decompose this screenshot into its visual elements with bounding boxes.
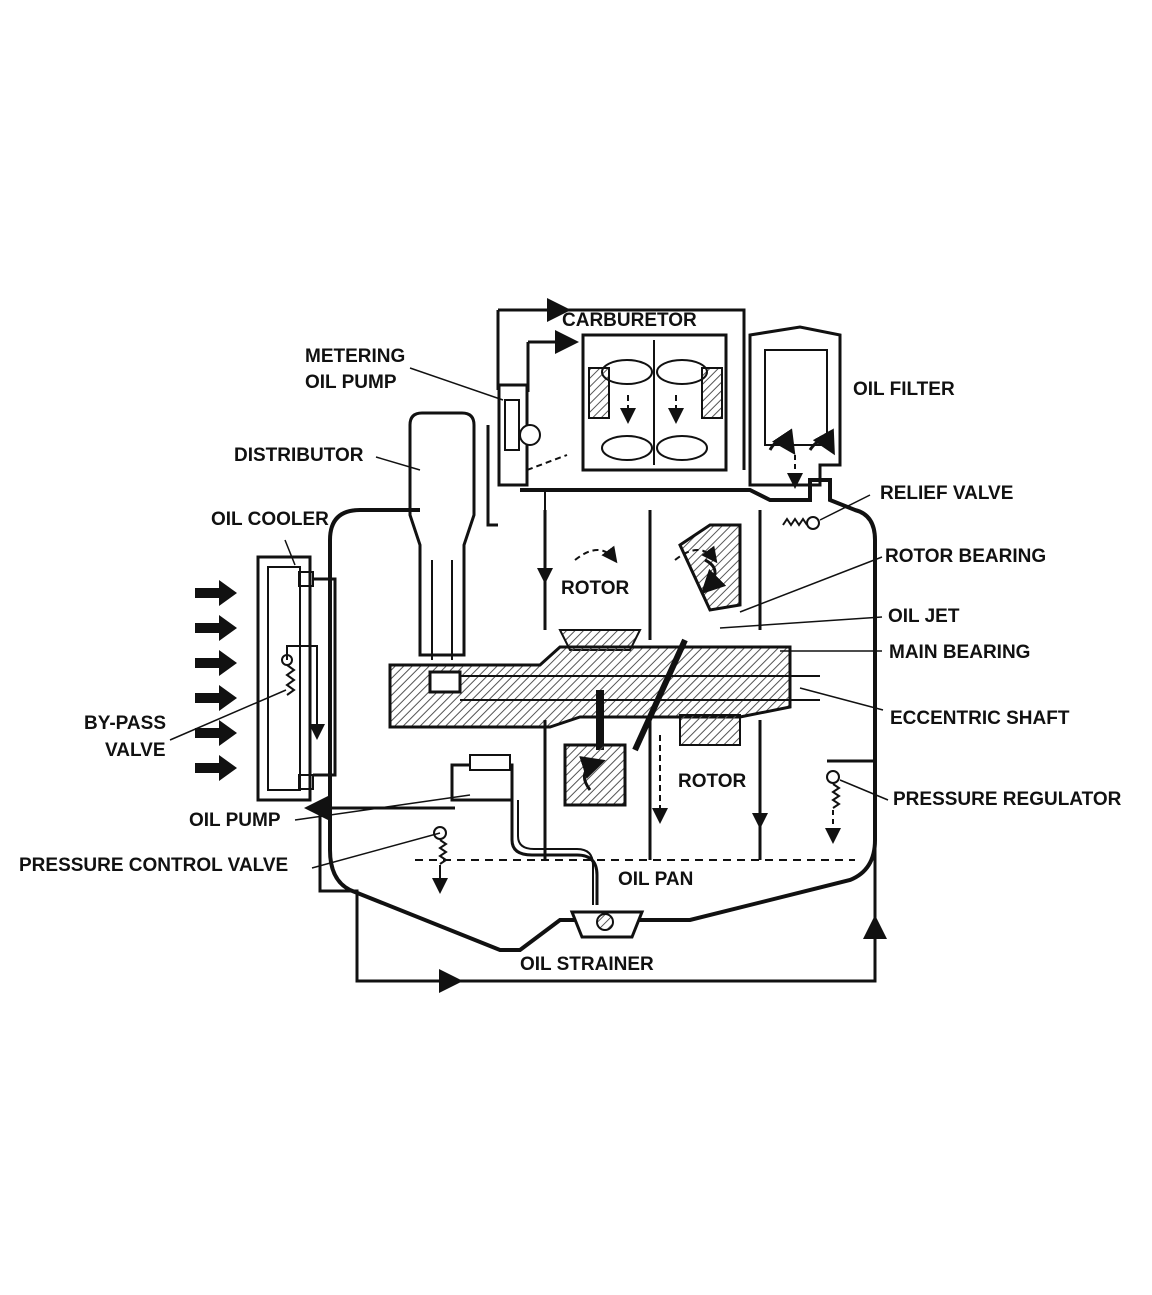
label-oil-filter: OIL FILTER xyxy=(853,379,955,400)
label-oil-strainer: OIL STRAINER xyxy=(520,954,654,975)
label-relief-valve: RELIEF VALVE xyxy=(880,483,1014,504)
oil-strainer xyxy=(569,910,645,939)
arrow-right-icon xyxy=(195,755,237,781)
arrow-right-icon xyxy=(195,685,237,711)
lower-rotor-housing xyxy=(543,714,768,860)
eccentric-shaft xyxy=(388,638,820,752)
label-distributor: DISTRIBUTOR xyxy=(234,445,364,466)
arrow-right-icon xyxy=(195,580,237,606)
upper-rotor-housing xyxy=(537,490,762,651)
label-rotor-bearing: ROTOR BEARING xyxy=(885,546,1047,567)
carburetor xyxy=(581,333,728,472)
label-bypass-valve-line1: BY-PASS xyxy=(84,713,167,734)
distributor xyxy=(408,411,476,660)
oil-cooler xyxy=(256,555,337,802)
label-oil-pan: OIL PAN xyxy=(618,869,694,890)
oil-pump xyxy=(432,754,599,905)
label-oil-pump: OIL PUMP xyxy=(189,810,281,831)
label-metering-oil-pump-line1: METERING xyxy=(305,346,406,367)
spring-icon xyxy=(782,517,808,527)
spring-icon xyxy=(285,664,296,696)
label-main-bearing: MAIN BEARING xyxy=(889,642,1031,663)
spring-icon xyxy=(438,839,448,865)
label-carburetor: CARBURETOR xyxy=(562,310,697,331)
label-pressure-control-valve: PRESSURE CONTROL VALVE xyxy=(19,855,289,876)
pressure-regulator xyxy=(825,770,841,844)
label-bypass-valve-line2: VALVE xyxy=(105,740,166,761)
arrow-right-icon xyxy=(195,720,237,746)
label-metering-oil-pump-line2: OIL PUMP xyxy=(305,372,397,393)
label-pressure-regulator: PRESSURE REGULATOR xyxy=(893,789,1122,810)
label-oil-cooler: OIL COOLER xyxy=(211,509,329,530)
airflow-arrows xyxy=(195,580,237,781)
label-eccentric-shaft: ECCENTRIC SHAFT xyxy=(890,708,1070,729)
label-rotor-upper: ROTOR xyxy=(561,578,630,599)
ball-valve-icon xyxy=(806,516,820,530)
leader-lines xyxy=(169,367,889,869)
oil-filter xyxy=(748,325,842,489)
metering-oil-pump xyxy=(486,383,568,527)
arrow-right-icon xyxy=(195,615,237,641)
arrow-right-icon xyxy=(195,650,237,676)
label-oil-jet: OIL JET xyxy=(888,606,960,627)
spring-icon xyxy=(831,783,841,809)
ball-valve-icon xyxy=(826,770,840,784)
label-rotor-lower: ROTOR xyxy=(678,771,747,792)
relief-valve xyxy=(782,516,820,530)
engine-housing xyxy=(328,478,877,952)
